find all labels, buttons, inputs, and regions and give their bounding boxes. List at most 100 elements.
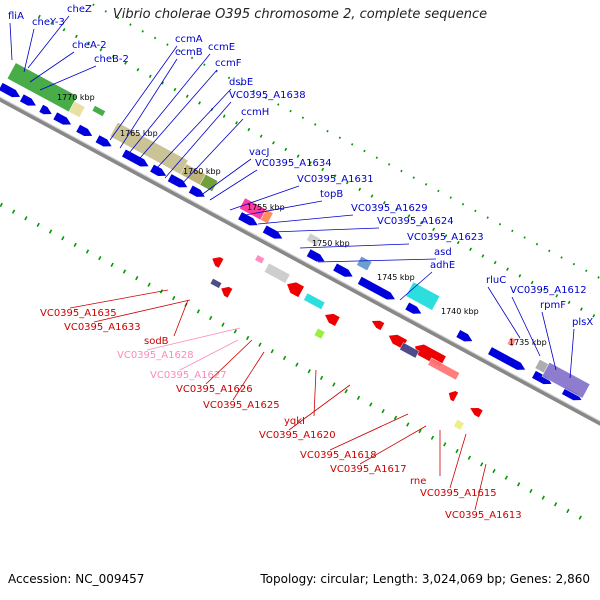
tick-mark [444, 234, 448, 238]
tick-mark [424, 183, 428, 186]
tick-mark [535, 242, 539, 246]
gene-block [427, 357, 461, 381]
tick-mark [418, 428, 422, 434]
tick-mark [358, 187, 362, 192]
tick-mark [511, 229, 514, 233]
label-leader-line [9, 22, 13, 61]
tick-mark [307, 369, 311, 374]
gene-label-dsbe: dsbE [229, 77, 253, 88]
tick-mark [104, 10, 107, 13]
tick-mark [597, 276, 600, 279]
tick-mark [338, 136, 342, 140]
tick-mark [548, 249, 551, 253]
label-leader-line [299, 243, 410, 249]
reverse-gene-arrow [287, 282, 305, 298]
label-leader-line [399, 271, 433, 301]
tick-mark [135, 275, 139, 281]
gene-block [541, 362, 591, 399]
label-leader-line [474, 463, 487, 511]
tick-mark [529, 488, 533, 494]
tick-mark [85, 249, 90, 254]
tick-mark [432, 227, 436, 231]
gene-label-yqki: yqkI [284, 416, 305, 427]
forward-gene-arrow [188, 185, 205, 197]
label-leader-line [139, 69, 218, 159]
tick-mark [393, 415, 398, 420]
label-leader-line [541, 311, 557, 371]
tick-mark [381, 409, 385, 414]
label-leader-line [271, 227, 380, 233]
reverse-gene-arrow [448, 391, 459, 402]
label-leader-line [69, 289, 169, 309]
forward-gene-arrow [121, 149, 149, 167]
tick-mark [400, 169, 403, 173]
tick-mark [309, 161, 312, 165]
gene-label-vc0395_a1620: VC0395_A1620 [259, 430, 336, 441]
label-leader-line [173, 299, 189, 337]
gene-label-vc0395_a1615: VC0395_A1615 [420, 488, 497, 499]
tick-mark [73, 242, 77, 247]
forward-gene-arrow [19, 94, 36, 106]
gene-block [109, 122, 189, 175]
tick-mark [518, 274, 522, 278]
gene-block [91, 105, 106, 117]
ruler-label: 1765 kbp [120, 129, 158, 138]
gene-label-vc0395_a1612: VC0395_A1612 [510, 285, 587, 296]
gene-block [260, 209, 274, 225]
tick-mark [74, 34, 78, 39]
tick-mark [240, 83, 243, 86]
label-leader-line [27, 15, 70, 69]
label-leader-line [229, 185, 300, 211]
gene-label-vc0395_a1617: VC0395_A1617 [330, 464, 407, 475]
tick-mark [419, 220, 423, 225]
tick-mark [437, 189, 440, 193]
tick-mark [111, 54, 115, 59]
tick-mark [370, 194, 374, 198]
tick-mark [541, 495, 545, 500]
tick-mark [172, 295, 176, 301]
gene-label-rne: rne [410, 476, 426, 487]
tick-mark [48, 229, 53, 234]
tick-mark [449, 196, 452, 199]
ruler-label: 1740 kbp [441, 307, 479, 316]
tick-mark [270, 349, 274, 354]
gene-label-vc0395_a1625: VC0395_A1625 [203, 400, 280, 411]
tick-mark [61, 236, 65, 241]
forward-gene-arrow [39, 104, 52, 115]
label-leader-line [39, 65, 97, 91]
tick-mark [481, 254, 485, 258]
tick-mark [492, 468, 496, 474]
tick-mark [124, 61, 128, 65]
tick-mark [456, 240, 460, 245]
tick-mark [493, 260, 497, 265]
gene-label-vc0395_a1626: VC0395_A1626 [176, 384, 253, 395]
tick-mark [369, 402, 373, 407]
tick-mark [580, 307, 583, 311]
gene-block [405, 281, 441, 311]
gene-block [199, 173, 219, 192]
tick-mark [289, 109, 292, 113]
label-leader-line [257, 214, 354, 225]
gene-block [254, 254, 265, 265]
label-leader-line [317, 258, 437, 263]
tick-mark [412, 176, 415, 179]
ruler-label: 1735 kbp [509, 338, 547, 347]
tick-mark [504, 475, 508, 480]
tick-mark [185, 94, 189, 98]
gene-label-vc0395_a1638: VC0395_A1638 [229, 90, 306, 101]
gene-label-chey-3: cheY-3 [32, 17, 65, 28]
tick-mark [407, 214, 411, 218]
label-leader-line [288, 384, 351, 431]
tick-mark [301, 116, 305, 120]
label-leader-line [199, 158, 252, 197]
tick-mark [469, 247, 472, 251]
reverse-gene-arrow [325, 313, 340, 327]
forward-gene-arrow [76, 124, 93, 137]
tick-mark [467, 455, 472, 460]
tick-mark [98, 256, 102, 261]
tick-mark [11, 209, 16, 214]
gene-label-vc0395_a1633: VC0395_A1633 [64, 322, 141, 333]
tick-mark [129, 23, 132, 26]
tick-mark [196, 309, 201, 314]
